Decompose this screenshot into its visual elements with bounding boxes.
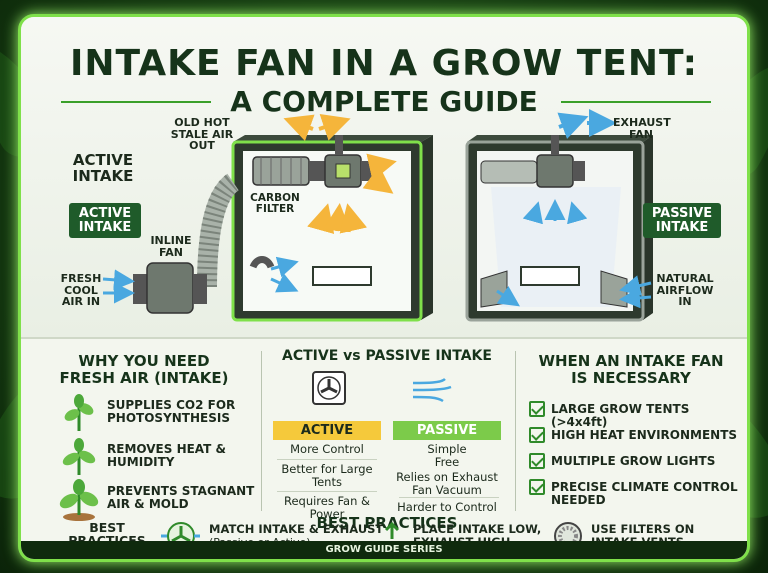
active-intake-heading: ACTIVE INTAKE (72, 151, 134, 185)
passive-item: Harder to Control (397, 500, 497, 514)
tip-title: MATCH INTAKE & EXHAUST (209, 522, 384, 536)
compare-title: ACTIVE vs PASSIVE INTAKE (282, 348, 492, 364)
carbon-filter-label: CARBON FILTER (250, 192, 300, 216)
active-item: Better for Large Tents (281, 462, 373, 489)
title-rule (61, 101, 211, 103)
passive-tag: PASSIVE (393, 421, 501, 440)
row-rule (399, 497, 499, 498)
when-item: LARGE GROW TENTS (>4x4ft) (551, 402, 690, 430)
fresh-air-label: FRESH COOL AIR IN (60, 272, 102, 309)
why-item: PREVENTS STAGNANT AIR & MOLD (107, 484, 255, 512)
infographic-frame: INTAKE FAN IN A GROW TENT: A COMPLETE GU… (18, 14, 750, 562)
diagram-area: INTAKE FAN IN A GROW TENT: A COMPLETE GU… (21, 17, 747, 337)
fan-icon (312, 371, 346, 405)
exhaust-fan-icon (480, 135, 585, 188)
active-intake-badge: ACTIVE INTAKE (69, 203, 141, 239)
inline-fan-icon (133, 262, 207, 314)
active-item: More Control (290, 442, 364, 456)
tent-diagram (102, 109, 653, 322)
page-subtitle: A COMPLETE GUIDE (230, 85, 538, 118)
best-practices-heading: BEST PRACTICES (316, 514, 458, 532)
row-rule (277, 459, 377, 460)
plant-icon (62, 438, 96, 475)
column-divider (515, 351, 516, 511)
exhaust-fan-label: EXHAUST FAN (613, 116, 671, 141)
checkbox-icon (529, 401, 545, 417)
active-item: Requires Fan & Power (283, 494, 371, 521)
why-item: REMOVES HEAT & HUMIDITY (107, 442, 226, 470)
when-title: WHEN AN INTAKE FAN IS NECESSARY (538, 352, 724, 387)
carbon-filter-icon (252, 156, 310, 186)
plant-icon (59, 479, 99, 521)
active-tag: ACTIVE (273, 421, 381, 440)
why-title: WHY YOU NEED FRESH AIR (INTAKE) (59, 352, 229, 387)
plant-icon (64, 394, 94, 431)
wind-icon (412, 377, 452, 403)
row-rule (277, 491, 377, 492)
title-rule (561, 101, 711, 103)
passive-item: Simple Free (427, 442, 467, 469)
checkbox-icon (529, 427, 545, 443)
passive-intake-badge: PASSIVE INTAKE (643, 203, 721, 239)
passive-item: Relies on Exhaust Fan Vacuum (396, 470, 498, 497)
when-item: PRECISE CLIMATE CONTROL NEEDED (551, 480, 738, 508)
footer-series: GROW GUIDE SERIES (21, 541, 747, 559)
page-title: INTAKE FAN IN A GROW TENT: (70, 43, 698, 84)
checkbox-icon (529, 453, 545, 469)
natural-airflow-label: NATURAL AIRFLOW IN (656, 272, 714, 309)
when-item: HIGH HEAT ENVIRONMENTS (551, 428, 738, 442)
why-item: SUPPLIES CO2 FOR PHOTOSYNTHESIS (107, 398, 236, 426)
inline-fan-label: INLINE FAN (150, 234, 192, 259)
info-panel: WHY YOU NEED FRESH AIR (INTAKE) SUPPLIES… (21, 337, 747, 559)
old-air-label: OLD HOT STALE AIR OUT (170, 116, 234, 153)
when-item: MULTIPLE GROW LIGHTS (551, 454, 716, 468)
column-divider (261, 351, 262, 511)
checkbox-icon (529, 479, 545, 495)
